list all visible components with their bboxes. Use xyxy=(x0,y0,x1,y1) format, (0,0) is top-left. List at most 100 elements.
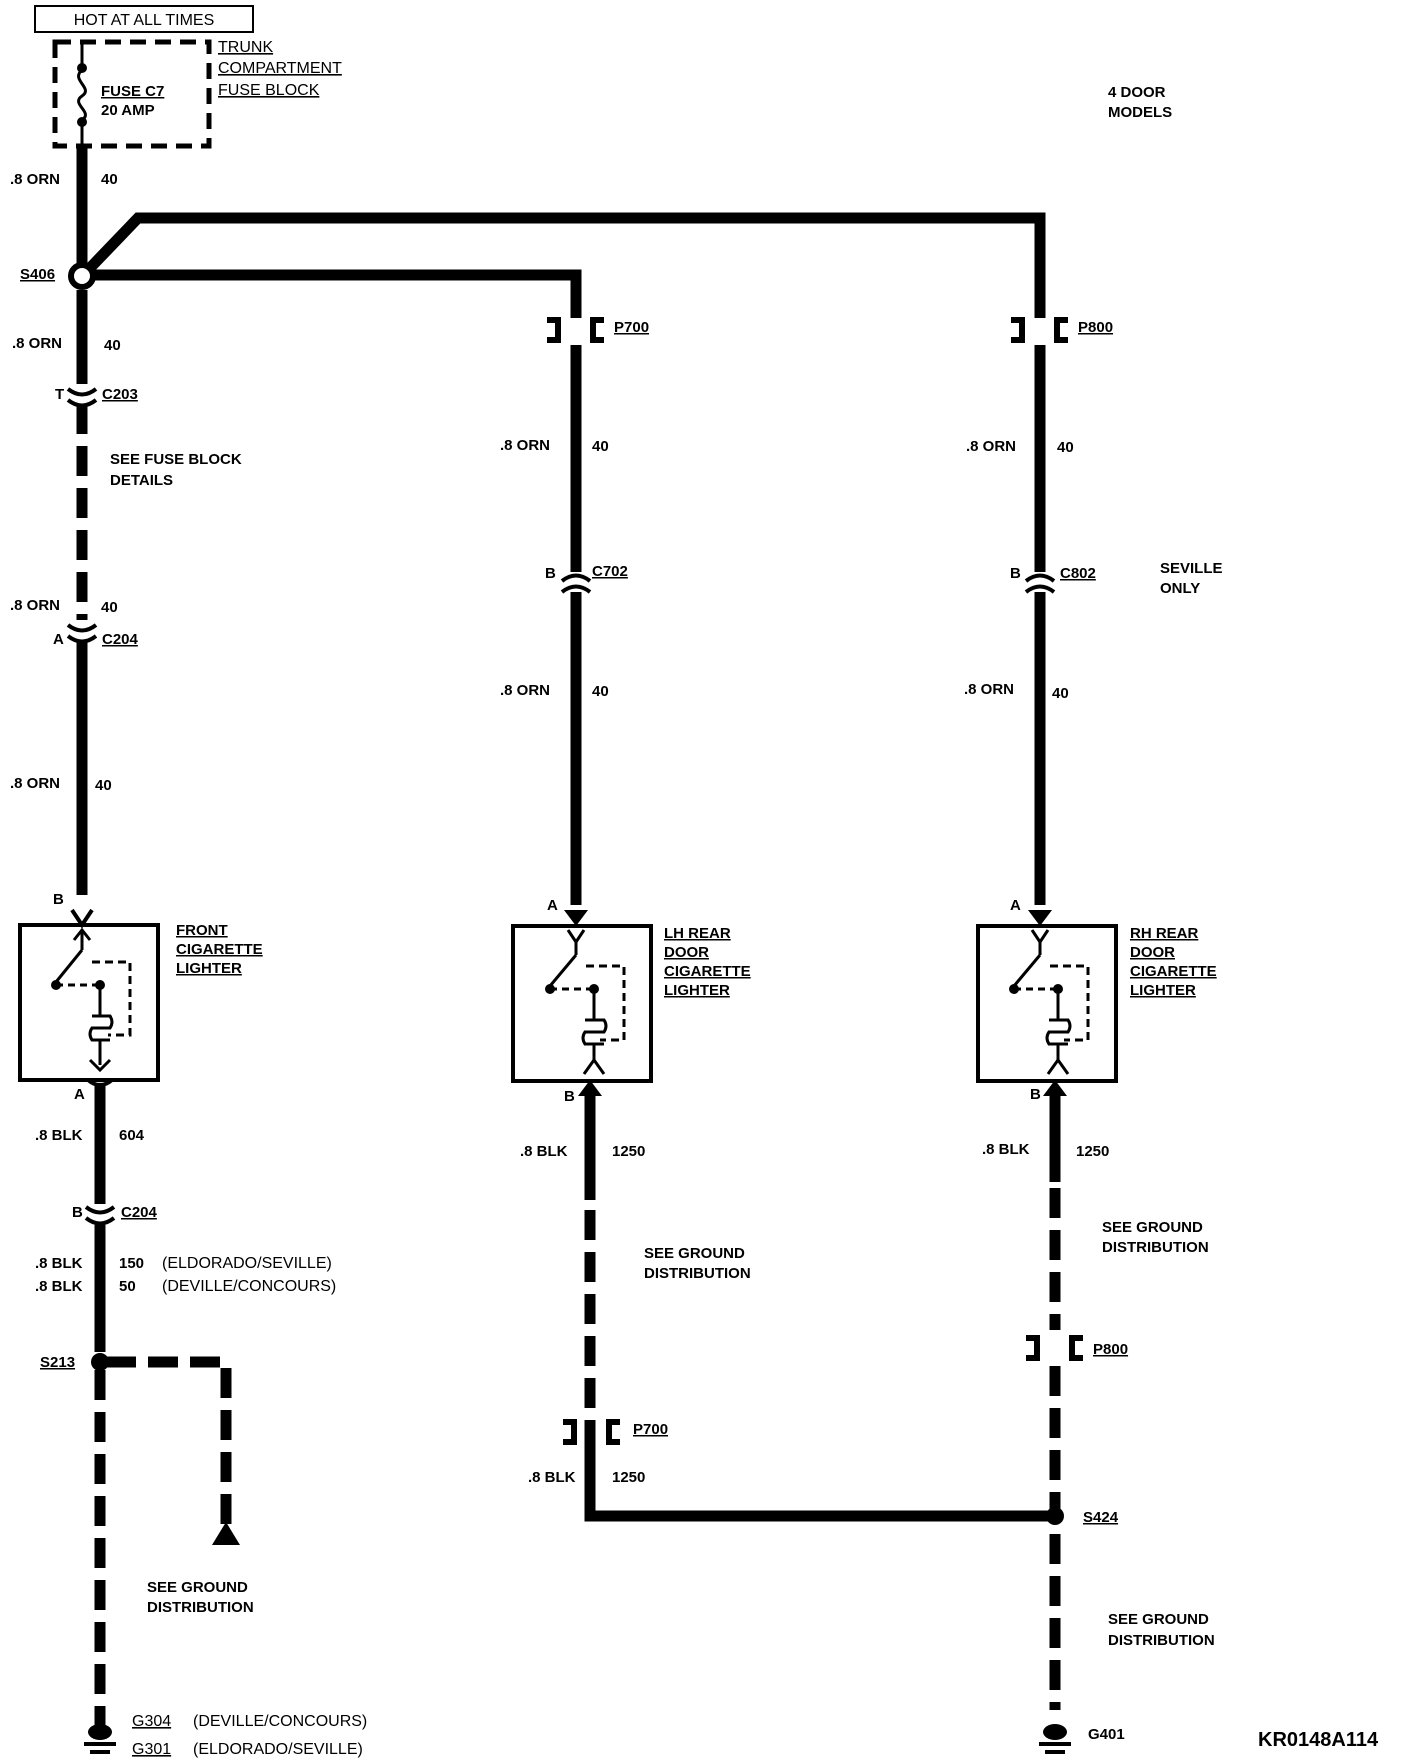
front-lighter-label-1: FRONT xyxy=(176,922,228,939)
front-cigarette-lighter: B FRONT CIGARETTE LIGHTER xyxy=(18,891,263,1087)
splice-s406 xyxy=(68,262,96,290)
rh-lighter-arrow-in xyxy=(1028,910,1052,926)
connector-c204-top-pin: A xyxy=(53,631,64,648)
rh-lighter-contact xyxy=(1009,984,1019,994)
lh-lighter-label-4: LIGHTER xyxy=(664,982,730,999)
connector-c702-label: C702 xyxy=(592,563,628,580)
seville-note-1: SEVILLE xyxy=(1160,560,1223,577)
connector-c203 xyxy=(66,387,98,408)
lh-lighter-label-1: LH REAR xyxy=(664,925,731,942)
fuse-details-note-1: SEE FUSE BLOCK xyxy=(110,451,242,468)
fuse-block-outline xyxy=(52,39,212,149)
lh-lighter-label-3: CIGARETTE xyxy=(664,963,751,980)
wire-label-40-3: 40 xyxy=(101,599,118,616)
model-note-1: 4 DOOR xyxy=(1108,84,1166,101)
wire-s213-branch xyxy=(106,1356,232,1530)
front-lighter-pin-a: A xyxy=(74,1086,85,1103)
rh-lighter-label-2: DOOR xyxy=(1130,944,1175,961)
rh-rear-door-cigarette-lighter: A RH REAR DOOR CIGARETTE LIGHTER B xyxy=(976,897,1217,1103)
wire-s406-to-rh xyxy=(86,212,1046,318)
fuse-block-label-2: COMPARTMENT xyxy=(218,60,342,77)
wire-label-40-lh-1: 40 xyxy=(592,438,609,455)
ground-note-front-1: SEE GROUND xyxy=(147,1579,248,1596)
rh-lighter-pin-a: A xyxy=(1010,897,1021,914)
wire-label-orn-lh-2: .8 ORN xyxy=(500,682,550,699)
fuse-block: HOT AT ALL TIMES FUSE C7 20 AMP TRUNK CO… xyxy=(34,5,342,149)
splice-s424-label: S424 xyxy=(1083,1509,1119,1526)
lh-lighter-arrow-in xyxy=(564,910,588,926)
hot-label: HOT AT ALL TIMES xyxy=(74,12,215,29)
ground-note-rh-2: DISTRIBUTION xyxy=(1102,1239,1209,1256)
wire-label-orn-rh-1: .8 ORN xyxy=(966,438,1016,455)
wire-label-blk-2: .8 BLK xyxy=(35,1255,83,1272)
rh-lighter-pin-b: B xyxy=(1030,1086,1041,1103)
wire-label-150: 150 xyxy=(119,1255,144,1272)
fuse-block-label-1: TRUNK xyxy=(218,39,273,56)
dashed-wire-segments xyxy=(76,404,1061,1728)
ground-g401-label: G401 xyxy=(1088,1726,1125,1743)
wire-label-50: 50 xyxy=(119,1278,136,1295)
wire-label-blk-lh-1: .8 BLK xyxy=(520,1143,568,1160)
splice-s406-label: S406 xyxy=(20,266,55,283)
splice-s213 xyxy=(91,1353,109,1371)
wire-note-deville-1: (DEVILLE/CONCOURS) xyxy=(162,1278,336,1295)
wire-label-40-1: 40 xyxy=(101,171,118,188)
splice-s213-label: S213 xyxy=(40,1354,75,1371)
connector-p700-bottom-label: P700 xyxy=(633,1421,668,1438)
wire-label-blk-lh-2: .8 BLK xyxy=(528,1469,576,1486)
ground-note-lh-2: DISTRIBUTION xyxy=(644,1265,751,1282)
ground-symbol-g401 xyxy=(1039,1724,1071,1754)
connector-p800-top xyxy=(1011,317,1068,343)
wire-label-40-lh-2: 40 xyxy=(592,683,609,700)
connector-c204-bottom xyxy=(84,1205,116,1226)
wire-label-blk-rh-1: .8 BLK xyxy=(982,1141,1030,1158)
lh-lighter-switch-symbol xyxy=(548,929,626,1075)
connector-c802-label: C802 xyxy=(1060,565,1096,582)
connector-p800-bottom xyxy=(1026,1335,1083,1361)
fuse-details-note-2: DETAILS xyxy=(110,472,173,489)
rh-lighter-label-4: LIGHTER xyxy=(1130,982,1196,999)
model-note-2: MODELS xyxy=(1108,104,1172,121)
front-lighter-label-3: LIGHTER xyxy=(176,960,242,977)
lh-rear-door-cigarette-lighter: A LH REAR DOOR CIGARETTE LIGHTER B xyxy=(511,897,751,1105)
rh-lighter-label-3: CIGARETTE xyxy=(1130,963,1217,980)
front-lighter-switch-symbol xyxy=(54,927,132,1073)
connector-c702-pin: B xyxy=(545,565,556,582)
splice-s424 xyxy=(1046,1507,1064,1525)
front-lighter-pin-b: B xyxy=(53,891,64,908)
ground-note-lh-1: SEE GROUND xyxy=(644,1245,745,1262)
wire-label-1250-lh-1: 1250 xyxy=(612,1143,645,1160)
wire-label-orn-rh-2: .8 ORN xyxy=(964,681,1014,698)
fuse-block-label-3: FUSE BLOCK xyxy=(218,82,320,99)
seville-note-2: ONLY xyxy=(1160,580,1200,597)
rh-lighter-switch-symbol xyxy=(1012,929,1090,1075)
lh-lighter-box xyxy=(511,924,653,1083)
diagram-id: KR0148A114 xyxy=(1258,1729,1379,1751)
wire-lh-to-s424 xyxy=(584,1440,1055,1522)
connector-c204-top xyxy=(66,623,98,644)
wire-s406-to-lh xyxy=(92,269,582,318)
connector-c203-label: C203 xyxy=(102,386,138,403)
ground-note-rh-4: DISTRIBUTION xyxy=(1108,1632,1215,1649)
rh-lighter-box xyxy=(976,924,1118,1083)
rh-lighter-contact xyxy=(1053,984,1063,994)
wire-note-eldorado-1: (ELDORADO/SEVILLE) xyxy=(162,1255,332,1272)
ground-g304-note: (DEVILLE/CONCOURS) xyxy=(193,1713,367,1730)
hot-at-all-times-box xyxy=(34,5,254,33)
rh-lighter-label-1: RH REAR xyxy=(1130,925,1199,942)
wire-label-40-2: 40 xyxy=(104,337,121,354)
fuse-name: FUSE C7 xyxy=(101,83,164,100)
ground-g304-label: G304 xyxy=(132,1713,171,1730)
lh-lighter-label-2: DOOR xyxy=(664,944,709,961)
lh-lighter-pin-b: B xyxy=(564,1088,575,1105)
ground-note-rh-3: SEE GROUND xyxy=(1108,1611,1209,1628)
ground-g301-note: (ELDORADO/SEVILLE) xyxy=(193,1741,363,1758)
lh-lighter-contact xyxy=(545,984,555,994)
rh-lighter-arrow-out xyxy=(1043,1080,1067,1096)
connector-c702 xyxy=(560,573,592,594)
connector-c204-bottom-pin: B xyxy=(72,1204,83,1221)
front-lighter-terminal-bottom xyxy=(86,1078,114,1087)
front-lighter-terminal-top xyxy=(70,908,94,929)
wire-label-orn-3: .8 ORN xyxy=(10,597,60,614)
